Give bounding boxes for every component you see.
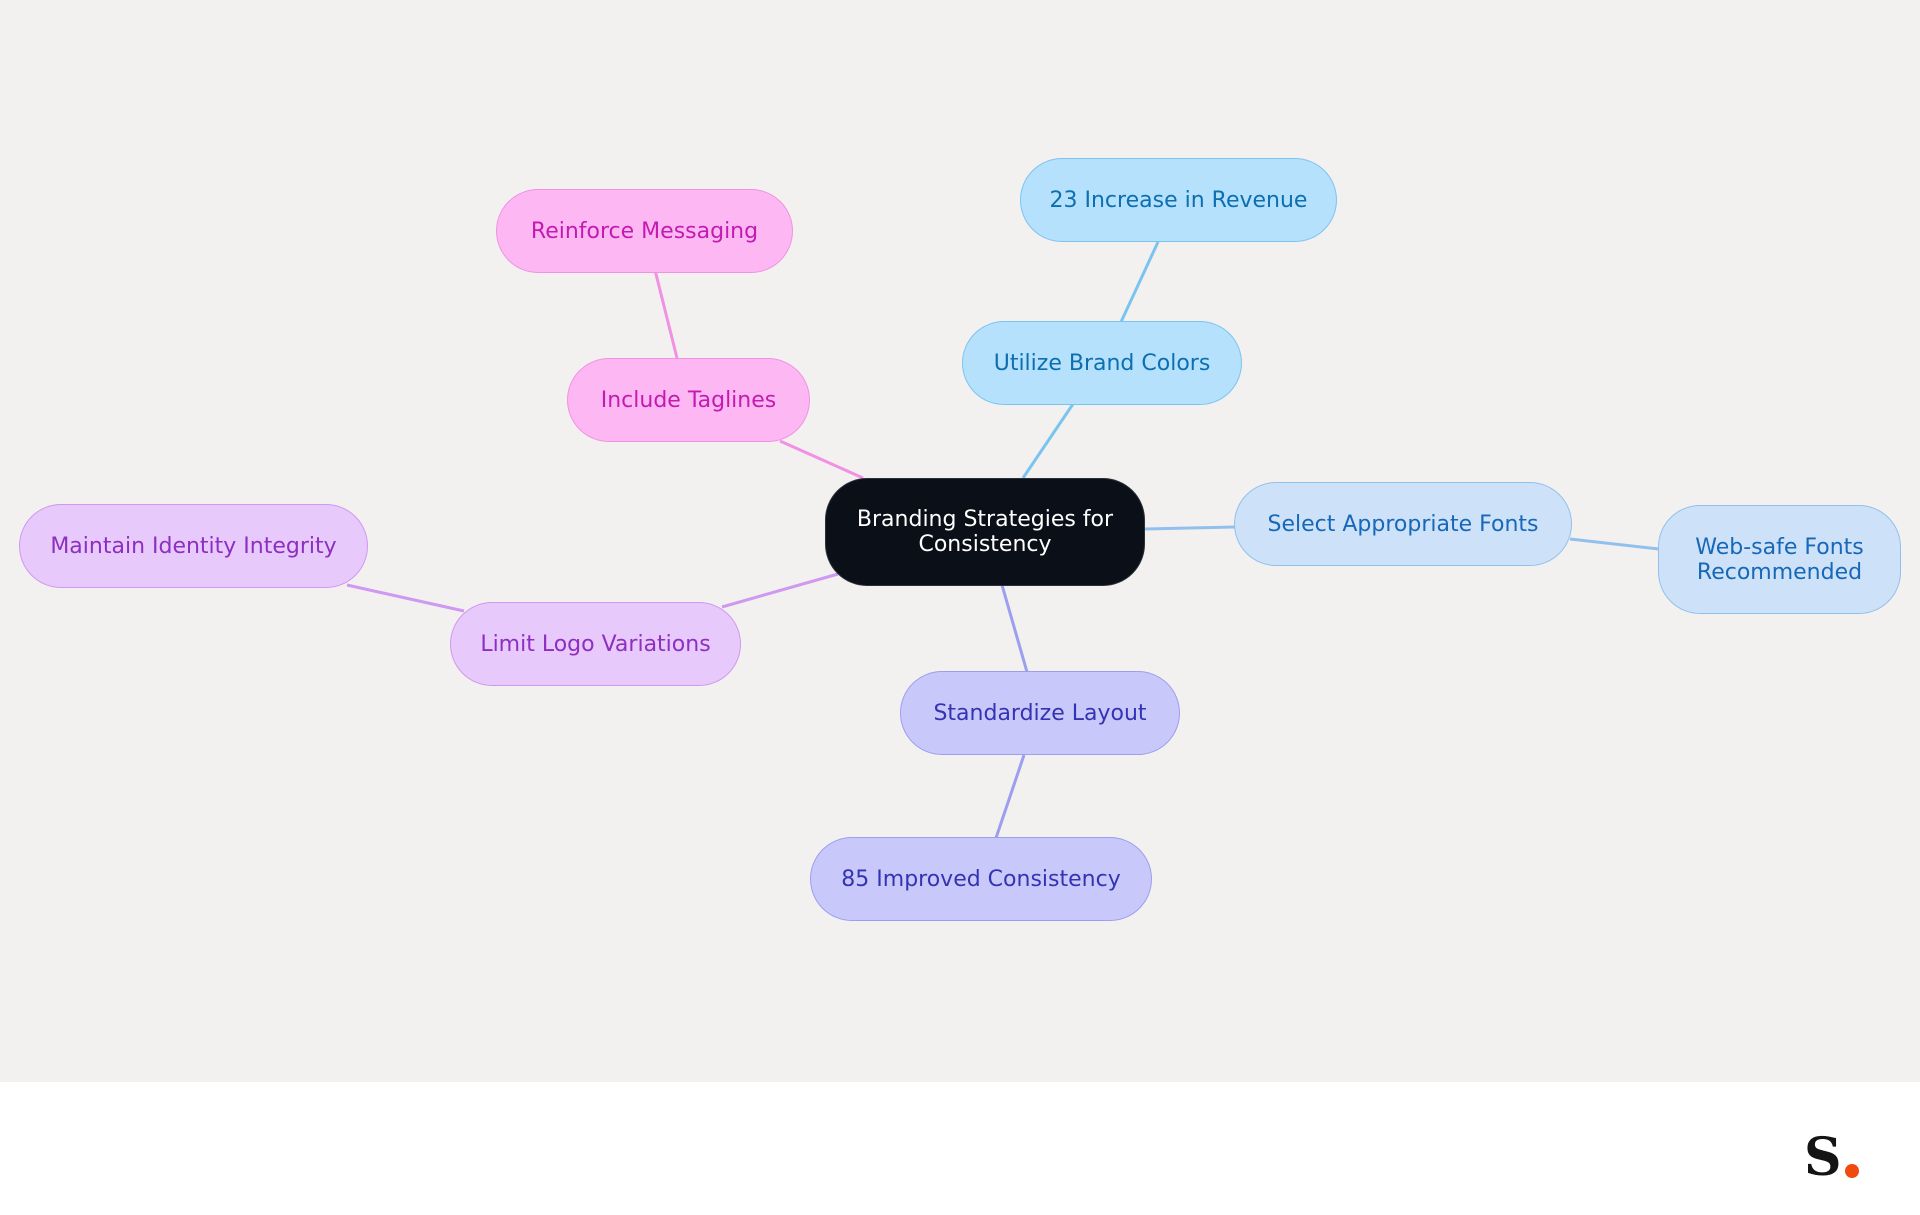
node-reinforce-messaging[interactable]: Reinforce Messaging [496,189,793,273]
mindmap-canvas: Branding Strategies for Consistency Incl… [0,0,1920,1082]
logo-letter: S [1804,1127,1842,1188]
edge-root-select-appropriate-fonts [1144,525,1236,531]
edge-root-include-taglines [779,439,864,480]
edge-root-limit-logo-variations [721,572,839,609]
node-limit-logo-variations[interactable]: Limit Logo Variations [450,602,741,686]
node-improved-consistency[interactable]: 85 Improved Consistency [810,837,1152,921]
node-increase-revenue[interactable]: 23 Increase in Revenue [1020,158,1337,242]
footer [0,1082,1920,1215]
edge-root-utilize-brand-colors [1021,403,1075,479]
edge-root-standardize-layout [1000,584,1029,673]
node-include-taglines[interactable]: Include Taglines [567,358,810,442]
edge-select-appropriate-fonts-web-safe-fonts [1569,537,1660,551]
edge-limit-logo-variations-maintain-identity-integrity [346,583,465,613]
mindmap-edges [346,241,1660,839]
node-maintain-identity-integrity[interactable]: Maintain Identity Integrity [19,504,368,588]
node-utilize-brand-colors[interactable]: Utilize Brand Colors [962,321,1242,405]
node-select-appropriate-fonts[interactable]: Select Appropriate Fonts [1234,482,1572,566]
node-standardize-layout[interactable]: Standardize Layout [900,671,1180,755]
brand-logo[interactable]: S [1804,1128,1859,1184]
edge-include-taglines-reinforce-messaging [653,269,679,359]
node-web-safe-fonts[interactable]: Web-safe Fonts Recommended [1658,505,1901,614]
edge-utilize-brand-colors-increase-revenue [1119,241,1160,323]
edge-standardize-layout-improved-consistency [994,754,1026,839]
logo-dot-icon [1844,1164,1859,1178]
root-node[interactable]: Branding Strategies for Consistency [825,478,1145,586]
